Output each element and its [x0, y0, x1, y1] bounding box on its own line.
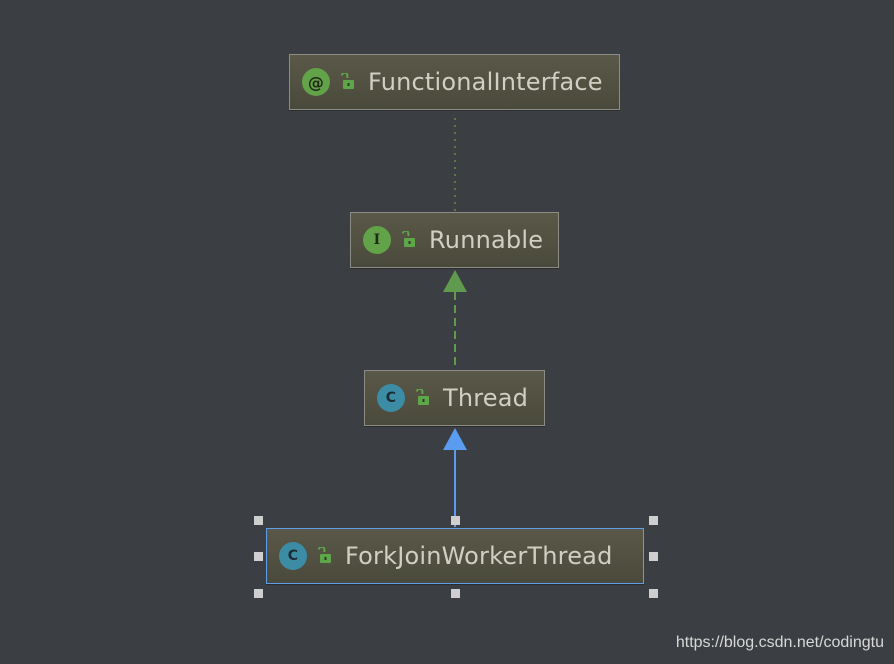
open-lock-icon	[416, 389, 429, 405]
resize-handle-bottom-center[interactable]	[451, 589, 460, 598]
node-thread[interactable]: C Thread	[364, 370, 545, 426]
node-functional-interface[interactable]: @ FunctionalInterface	[289, 54, 620, 110]
open-lock-icon	[318, 547, 331, 563]
class-type-icon: C	[377, 384, 405, 412]
resize-handle-middle-right[interactable]	[649, 552, 658, 561]
resize-handle-middle-left[interactable]	[254, 552, 263, 561]
annotation-type-icon: @	[302, 68, 330, 96]
node-label: FunctionalInterface	[368, 68, 603, 96]
node-label: Thread	[443, 384, 529, 412]
resize-handle-top-left[interactable]	[254, 516, 263, 525]
interface-type-icon: I	[363, 226, 391, 254]
resize-handle-top-right[interactable]	[649, 516, 658, 525]
resize-handle-top-center[interactable]	[451, 516, 460, 525]
node-forkjoin-worker-thread[interactable]: C ForkJoinWorkerThread	[266, 528, 644, 584]
implements-arrowhead	[443, 270, 467, 292]
node-label: ForkJoinWorkerThread	[345, 542, 613, 570]
resize-handle-bottom-right[interactable]	[649, 589, 658, 598]
watermark: https://blog.csdn.net/codingtu	[675, 634, 884, 651]
extends-arrowhead	[443, 428, 467, 450]
resize-handle-bottom-left[interactable]	[254, 589, 263, 598]
node-label: Runnable	[429, 226, 544, 254]
node-runnable[interactable]: I Runnable	[350, 212, 559, 268]
open-lock-icon	[402, 231, 415, 247]
class-type-icon: C	[279, 542, 307, 570]
open-lock-icon	[341, 73, 354, 89]
